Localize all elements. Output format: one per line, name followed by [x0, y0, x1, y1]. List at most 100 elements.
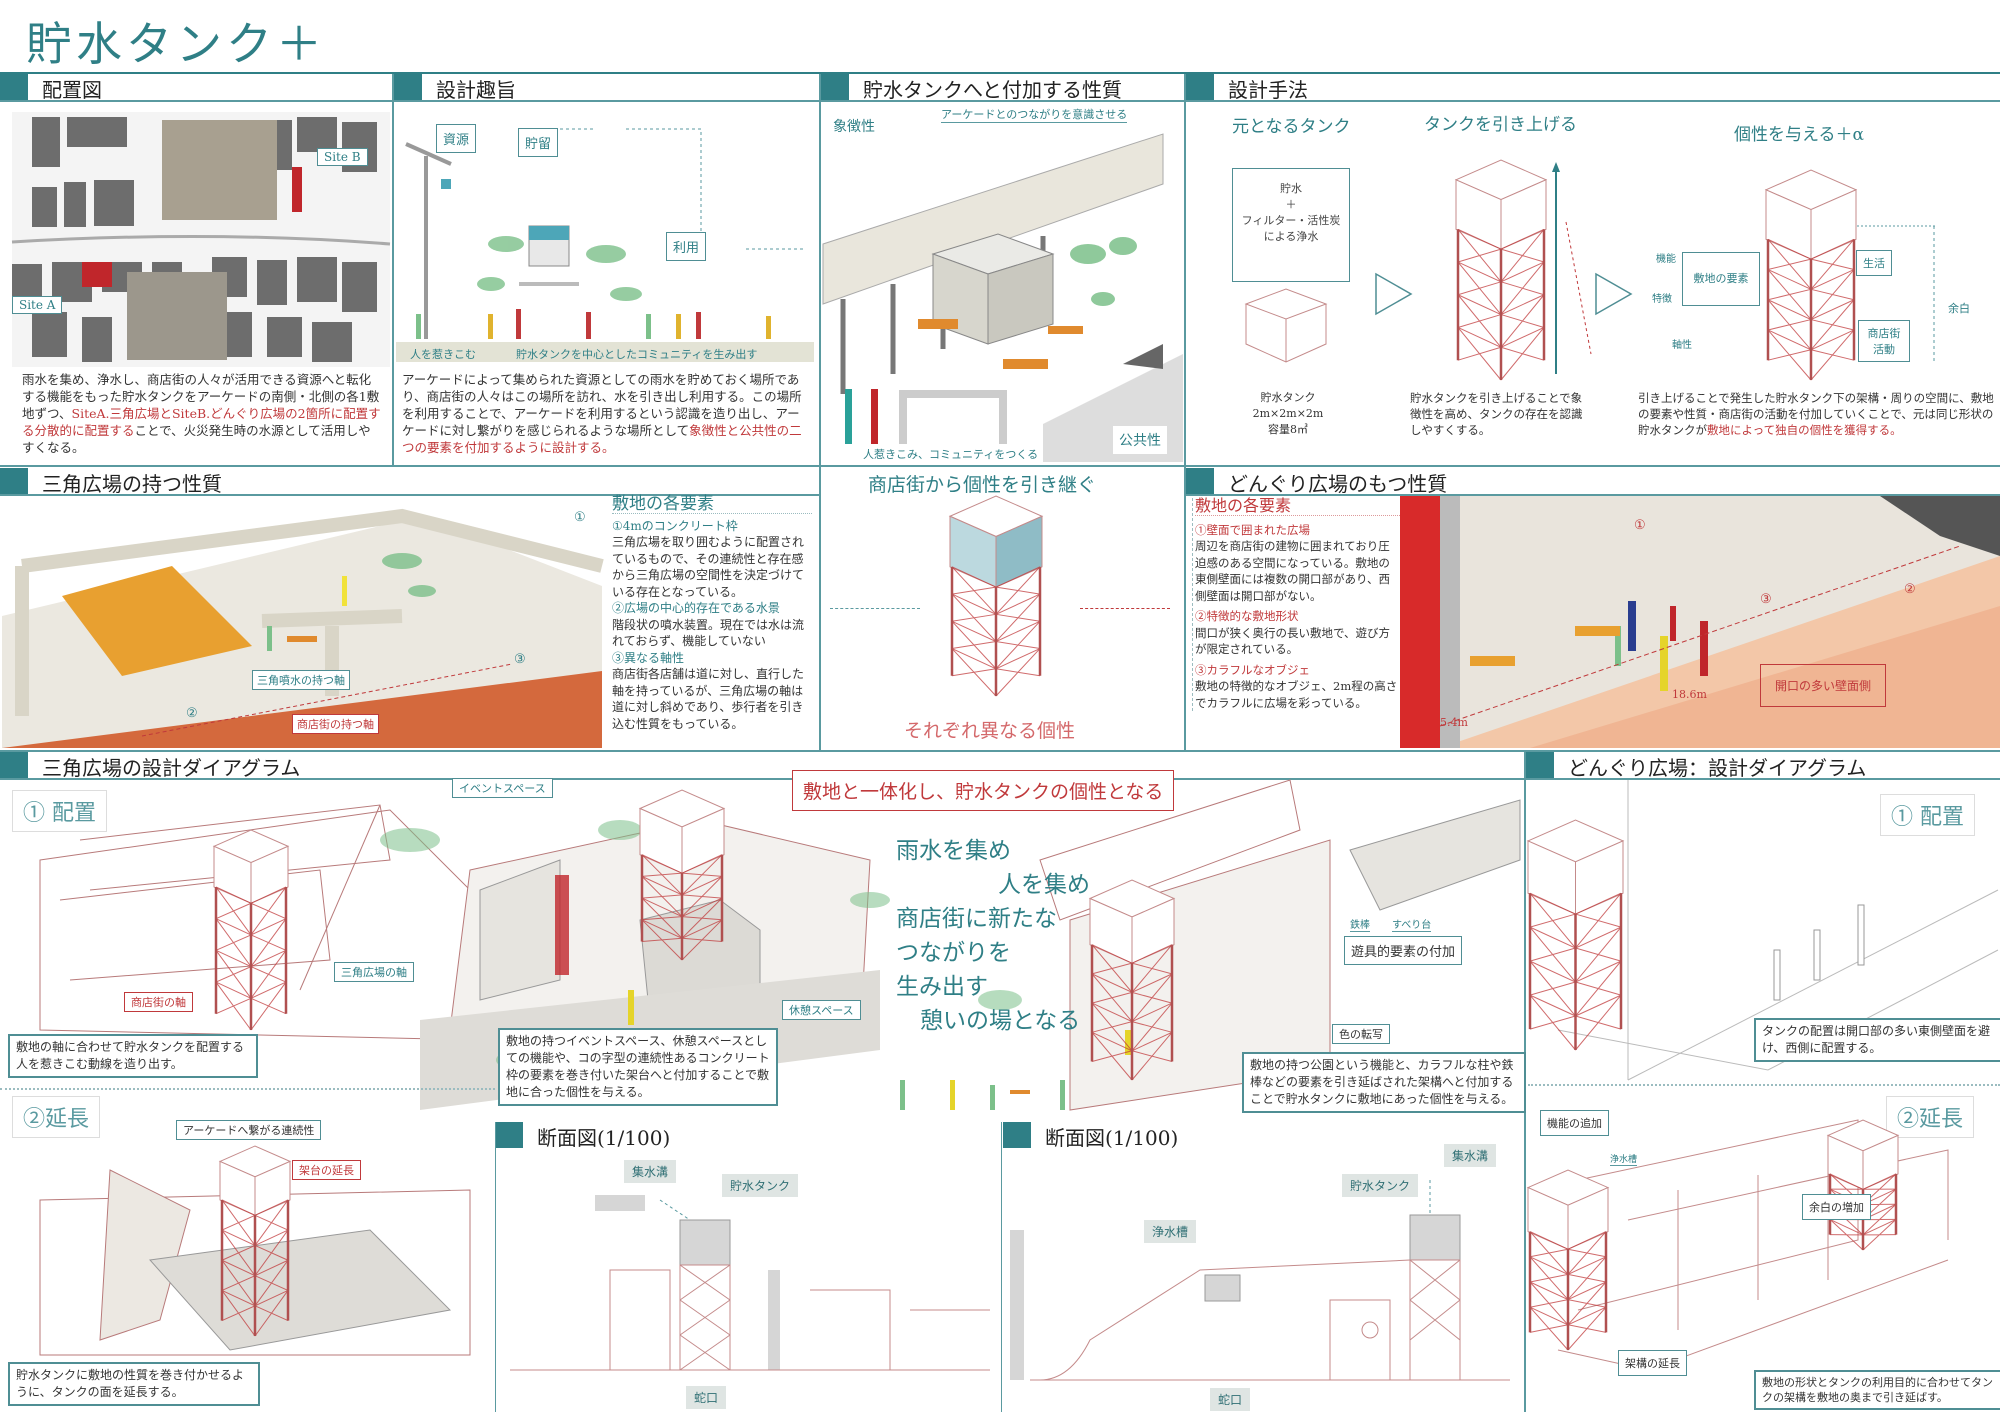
donguri-svg — [1400, 496, 2000, 748]
triangle-tank-tower-2 — [638, 789, 726, 961]
band-left: 人を惹きこむ — [410, 348, 476, 361]
triangle-axis-label: 三角広場の軸 — [334, 962, 414, 982]
heading: 配置図 — [42, 78, 102, 102]
arrow-right — [1080, 608, 1170, 609]
center-banner: 敷地と一体化し、貯水タンクの個性となる — [792, 770, 1175, 811]
label-feature: 特徴 — [1652, 294, 1672, 305]
donguri-step1-label: ① 配置 — [1880, 794, 1975, 836]
community-note: 人惹きこみ、コミュニティをつくる — [863, 448, 1039, 461]
heading: 断面図(1/100) — [537, 1126, 671, 1150]
tank-label: 貯水タンク — [722, 1174, 799, 1197]
gutter-label: 集水溝 — [1444, 1144, 1497, 1167]
section-a-svg — [510, 1195, 990, 1371]
open-wall-label: 開口の多い壁面側 — [1760, 664, 1887, 707]
donguri-tank-tower — [1088, 879, 1176, 1081]
lift-description: 貯水タンクを引き上げることで象徴性を高め、タンクの存在を認識しやすくする。 — [1410, 391, 1583, 437]
donguri-step2-tower-1 — [1526, 1169, 1610, 1351]
heading: 貯水タンクへと付加する性質 — [863, 78, 1122, 102]
slide-label: すべり台 — [1392, 916, 1432, 932]
tank-label: 貯水タンク — [1342, 1174, 1419, 1197]
marker-3: ③ — [514, 652, 526, 667]
section-header-donguri-diagram: どんぐり広場：設計ダイアグラム — [1526, 752, 2000, 780]
section-header-triangle-diagram: 三角広場の設計ダイアグラム — [0, 752, 1524, 780]
site-plan-map: Site B Site A — [11, 112, 391, 367]
site-plan-description: 雨水を集め、浄水し、商店街の人々が活用できる資源へと転化する機能をもった貯水タン… — [22, 372, 381, 455]
donguri-step1-tower — [1526, 819, 1625, 1051]
section-header-design-intent: 設計趣旨 — [394, 74, 819, 102]
heading: 三角広場の持つ性質 — [42, 472, 222, 496]
heading: どんぐり広場：設計ダイアグラム — [1568, 756, 1867, 780]
triangle-tank-tower-1 — [212, 829, 290, 1031]
triangle-plaza-drawing: ① ② ③ 三角噴水の持つ軸 商店街の持つ軸 — [2, 496, 604, 748]
arcade-continuity-label: アーケードへ繋がる連続性 — [176, 1120, 322, 1140]
donguri-note-1: タンクの配置は開口部の多い東側壁面を避け、西側に配置する。 — [1754, 1018, 2000, 1062]
triangle-plaza-svg — [2, 508, 604, 748]
board-title: 貯水タンク＋ — [26, 17, 326, 71]
tag-resource: 資源 — [436, 124, 477, 153]
section-a-drawing: 集水溝 貯水タンク 蛇口 — [510, 1160, 990, 1409]
event-space-label: イベントスペース — [452, 778, 553, 798]
poem: 雨水を集め 人を集め 商店街に新たな つながりを 生み出す 憩いの場となる — [896, 838, 1090, 1034]
step2-title: タンクを引き上げる — [1424, 115, 1577, 135]
length-dim: 18.6m — [1672, 688, 1707, 701]
personalized-tank-tower — [1764, 169, 1858, 381]
section-header-added-qualities: 貯水タンクへと付加する性質 — [821, 74, 1184, 102]
stand-extension-label: 架台の延長 — [292, 1160, 361, 1180]
arcade-drawing — [822, 133, 1183, 462]
heading: 断面図(1/100) — [1045, 1126, 1179, 1150]
triangle-note-2: 敷地の持つイベントスペース、休憩スペースとしての機能や、コの字型の連続性あるコン… — [498, 1028, 778, 1106]
play-elements-label: 遊具的要素の付加 — [1344, 936, 1463, 965]
donguri-step2-label: ②延長 — [1886, 1096, 1975, 1138]
section-header-design-method: 設計手法 — [1186, 74, 2000, 102]
tank-tower-icon — [1088, 879, 1176, 1081]
tank-tower-icon — [1764, 169, 1858, 381]
tank-tower-icon — [1526, 1169, 1610, 1351]
step1-title: 元となるタンク — [1232, 117, 1351, 137]
donguri-step1-svg — [1557, 780, 1999, 1081]
donguri-plaza-drawing: ① ② ③ 5.4m 18.6m 開口の多い壁面側 — [1400, 496, 2000, 748]
lifted-tank-tower — [1454, 159, 1548, 381]
symbolic-label: 象徴性 — [827, 112, 881, 140]
step1-label: ① 配置 — [12, 790, 107, 832]
marker-2: ② — [1904, 582, 1916, 597]
heading: 三角広場の設計ダイアグラム — [42, 756, 301, 780]
marker-3: ③ — [1760, 592, 1772, 607]
heading: 設計趣旨 — [436, 78, 516, 102]
step2-label: ②延長 — [12, 1096, 101, 1138]
rest-space-label: 休憩スペース — [782, 1000, 861, 1020]
section-header-triangle-props: 三角広場の持つ性質 — [0, 468, 819, 496]
site-elements-box: 敷地の要素 — [1682, 252, 1760, 306]
donguri-note-2: 敷地の形状とタンクの利用目的に合わせてタンクの架構を敷地の奥まで引き延ばす。 — [1754, 1370, 2000, 1410]
street-axis-label: 商店街の軸 — [124, 992, 193, 1012]
shop-activity-box: 商店街活動 — [1858, 320, 1910, 362]
tank-function-box: 貯水＋フィルター・活性炭による浄水 — [1232, 168, 1350, 282]
donguri-step2-tower-2 — [1826, 1119, 1900, 1251]
label-axis: 軸性 — [1672, 340, 1692, 351]
tap-label: 蛇口 — [686, 1386, 727, 1409]
width-dim: 5.4m — [1440, 716, 1468, 729]
color-transfer-label: 色の転写 — [1332, 1024, 1390, 1044]
street-axis-label: 商店街の持つ軸 — [292, 714, 379, 734]
section-b-drawing: 集水溝 貯水タンク 浄水槽 蛇口 — [1010, 1140, 1520, 1411]
tank-tower-icon — [1526, 819, 1625, 1051]
marker-1: ① — [1634, 518, 1646, 533]
margin-label: 余白 — [1948, 302, 1970, 315]
arcade-note: アーケードとのつながりを意識させる — [941, 108, 1128, 123]
intent-drawing — [396, 128, 814, 362]
inherit-footer: それぞれ異なる個性 — [904, 720, 1076, 742]
gutter-label: 集水溝 — [624, 1160, 677, 1183]
tag-use: 利用 — [666, 232, 707, 261]
method-drawing — [1244, 162, 1936, 374]
tank-tower-icon — [1454, 159, 1548, 381]
triangle-note-3: 貯水タンクに敷地の性質を巻き付かせるように、タンクの面を延長する。 — [8, 1362, 260, 1406]
title-rule — [0, 72, 2000, 74]
tank-tower-icon — [1826, 1119, 1900, 1251]
triangle-elements: 敷地の各要素 ①4mのコンクリート枠 三角広場を取り囲むように配置されているもの… — [612, 496, 812, 732]
design-method-diagram: 元となるタンク タンクを引き上げる 個性を与える＋α 貯水＋フィルター・活性炭に… — [1186, 104, 2000, 464]
tag-storage: 貯留 — [518, 128, 559, 157]
life-box: 生活 — [1856, 250, 1892, 276]
site-b-label: Site B — [317, 148, 368, 166]
donguri-step1-drawing — [1526, 780, 1999, 1081]
purifier-label: 浄水槽 — [1144, 1220, 1197, 1243]
